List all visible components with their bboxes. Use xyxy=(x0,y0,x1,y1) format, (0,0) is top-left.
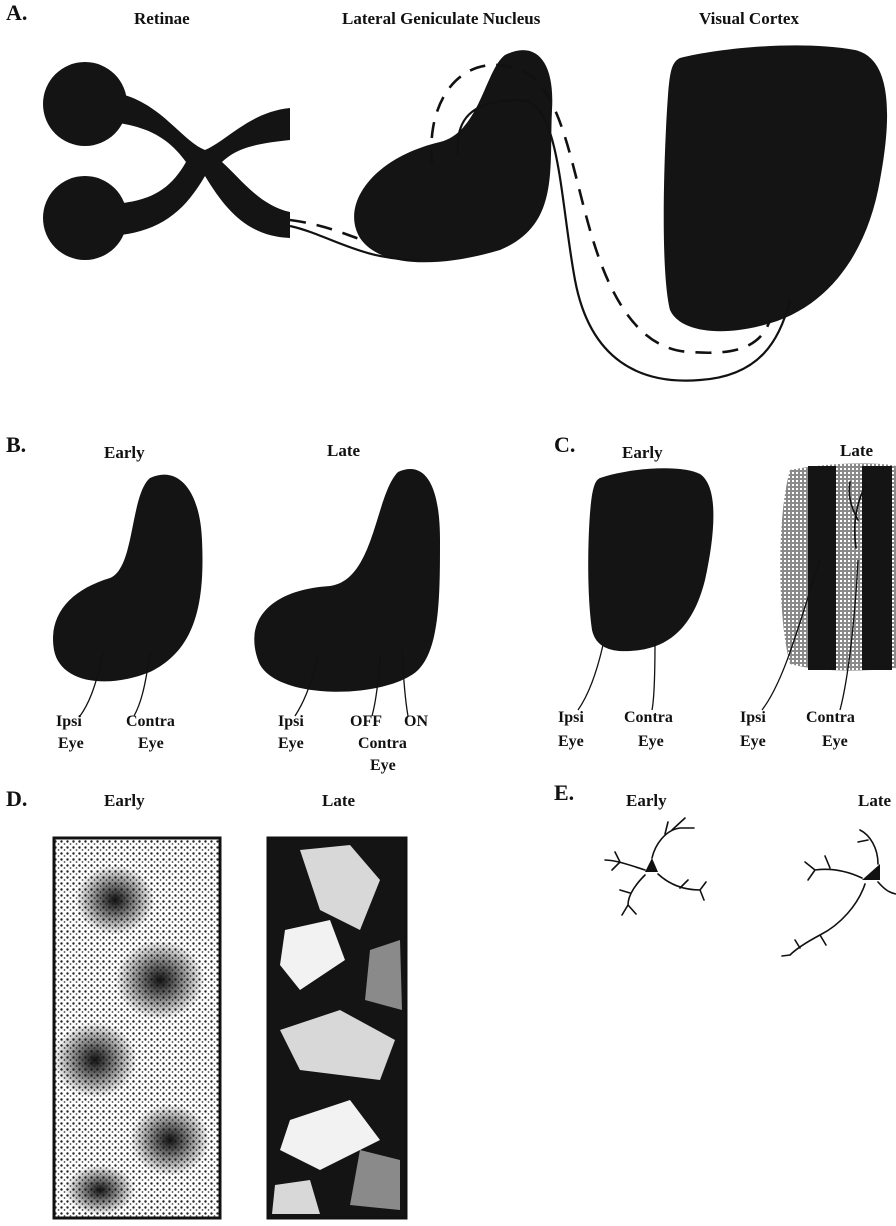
retinae-diagram xyxy=(43,62,290,260)
b-early-contra-label: Contra xyxy=(126,713,175,730)
panel-d-letter: D. xyxy=(6,786,27,811)
b-early-ipsi-eye-label: Eye xyxy=(58,735,84,752)
panel-b-late-title: Late xyxy=(327,441,361,460)
panel-b-letter: B. xyxy=(6,432,26,457)
c-late-ipsi-eye-label: Eye xyxy=(740,733,766,750)
b-late-ipsi-eye-label: Eye xyxy=(278,735,304,752)
cortex-early-shape xyxy=(588,468,713,651)
panel-c-early-title: Early xyxy=(622,443,663,462)
c-early-contra-leader xyxy=(652,640,655,710)
panel-e-early-title: Early xyxy=(626,791,667,810)
b-late-contra-label: Contra xyxy=(358,735,407,752)
c-early-ipsi-label: Ipsi xyxy=(558,709,584,726)
panel-a: A. Retinae Lateral Geniculate Nucleus Vi… xyxy=(6,0,887,381)
lgn-title: Lateral Geniculate Nucleus xyxy=(342,9,541,28)
panel-c-letter: C. xyxy=(554,432,575,457)
c-early-ipsi-leader xyxy=(578,645,603,710)
panel-d-early-title: Early xyxy=(104,791,145,810)
panel-e-letter: E. xyxy=(554,780,574,805)
c-late-contra-label: Contra xyxy=(806,709,855,726)
c-late-ipsi-label: Ipsi xyxy=(740,709,766,726)
panel-e-late-title: Late xyxy=(858,791,892,810)
c-early-contra-eye-label: Eye xyxy=(638,733,664,750)
c-late-contra-eye-label: Eye xyxy=(822,733,848,750)
b-late-on-label: ON xyxy=(404,713,428,730)
lgn-early-shape xyxy=(53,475,202,682)
c-early-ipsi-eye-label: Eye xyxy=(558,733,584,750)
panel-c-late-title: Late xyxy=(840,441,874,460)
neuron-late xyxy=(782,830,896,956)
visual-cortex-shape xyxy=(664,45,887,331)
panel-d-late-title: Late xyxy=(322,791,356,810)
orientation-map-early xyxy=(53,838,220,1218)
retinae-title: Retinae xyxy=(134,9,190,28)
panel-b-early-title: Early xyxy=(104,443,145,462)
c-early-contra-label: Contra xyxy=(624,709,673,726)
panel-c: C. Early Late Ipsi Eye Contra Eye Ipsi E… xyxy=(554,432,896,750)
b-late-off-label: OFF xyxy=(350,713,382,730)
lgn-late-shape xyxy=(254,469,440,692)
cortex-late-ocular-columns xyxy=(780,463,896,670)
panel-b: B. Early Late Ipsi Eye Contra Eye Ipsi E… xyxy=(6,432,440,774)
panel-a-letter: A. xyxy=(6,0,27,25)
b-early-ipsi-label: Ipsi xyxy=(56,713,82,730)
neuron-early xyxy=(605,818,706,915)
b-late-ipsi-label: Ipsi xyxy=(278,713,304,730)
panel-e: E. Early Late xyxy=(554,780,896,956)
panel-d: D. Early Late xyxy=(6,786,406,1218)
b-late-contra-eye-label: Eye xyxy=(370,757,396,774)
orientation-map-late xyxy=(268,838,406,1218)
b-early-contra-eye-label: Eye xyxy=(138,735,164,752)
optic-chiasm xyxy=(110,92,290,238)
visual-cortex-title: Visual Cortex xyxy=(699,9,799,28)
